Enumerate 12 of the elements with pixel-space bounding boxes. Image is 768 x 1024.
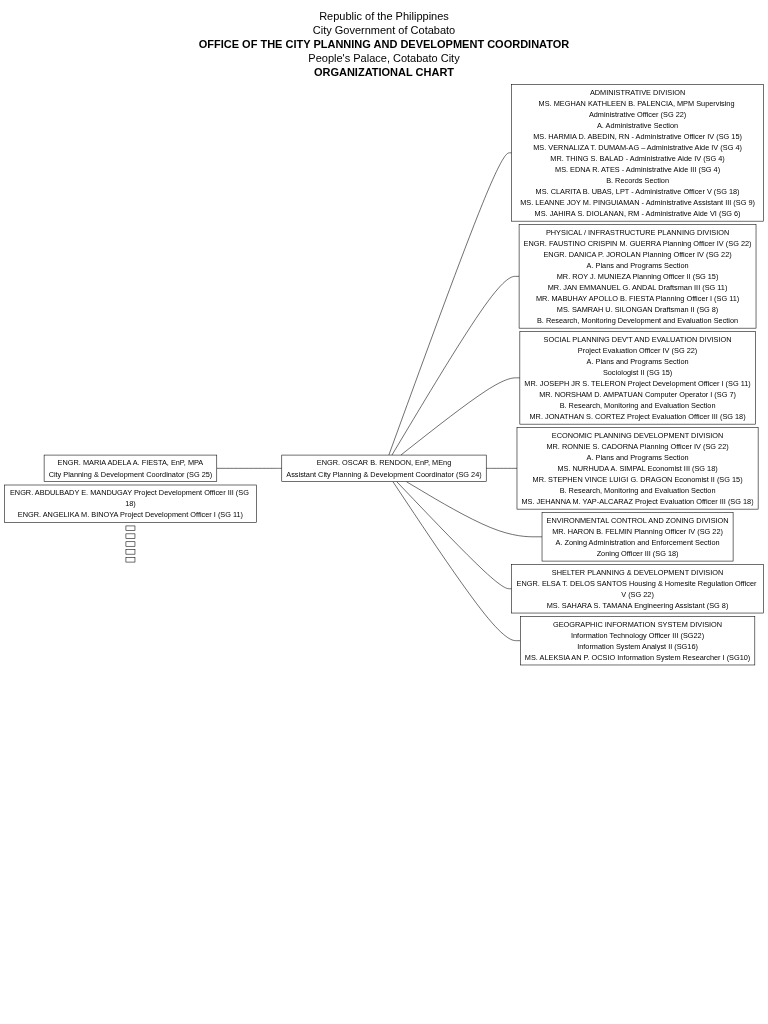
node-box: [125, 549, 136, 555]
node-box: [125, 541, 136, 547]
connector: [485, 468, 518, 469]
node-box: [125, 557, 136, 563]
header-text: Republic of the Philippines: [318, 10, 450, 22]
connector: [216, 468, 283, 469]
header-text: City Government of Cotabato: [311, 24, 457, 36]
chart-heading: ORGANIZATIONAL CHART: [312, 66, 456, 78]
header-text: OFFICE OF THE CITY PLANNING AND DEVELOPMENT COORDINATOR: [197, 38, 571, 50]
header-text: People's Palace, Cotabato City: [307, 52, 461, 64]
node-box: [125, 533, 136, 539]
node-box: [125, 525, 136, 531]
